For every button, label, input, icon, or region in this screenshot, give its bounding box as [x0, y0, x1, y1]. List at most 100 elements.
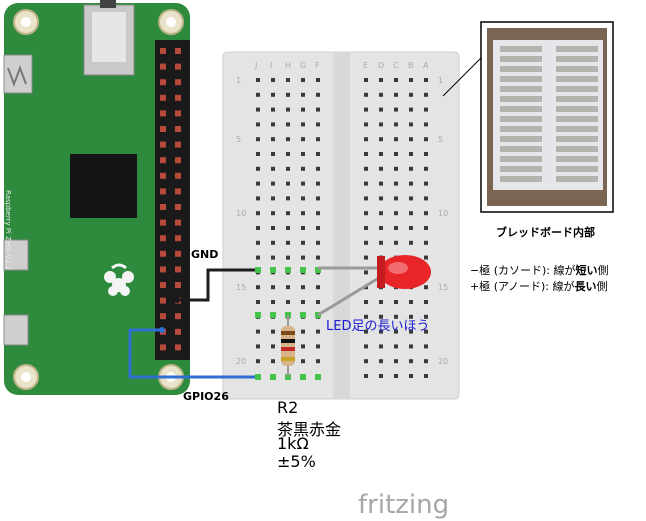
breadboard-hole	[301, 285, 305, 290]
breadboard-hole	[364, 300, 368, 304]
breadboard-hole	[394, 300, 398, 304]
breadboard-hole	[256, 92, 260, 97]
breadboard-hole	[316, 166, 320, 171]
header-pin	[160, 63, 166, 70]
breadboard-hole	[364, 78, 368, 82]
breadboard-hole	[301, 92, 305, 97]
breadboard-hole	[316, 344, 320, 349]
breadboard-hole	[286, 92, 290, 97]
breadboard-hole	[256, 240, 260, 245]
metal-strip	[500, 166, 542, 172]
breadboard-hole	[301, 211, 305, 216]
breadboard-hole	[379, 344, 383, 349]
breadboard-hole	[271, 166, 275, 171]
breadboard-hole	[316, 78, 320, 82]
breadboard-hole	[301, 137, 305, 142]
header-pin	[175, 313, 181, 320]
metal-strip	[556, 126, 598, 132]
breadboard-hole	[379, 78, 383, 82]
anode-text: 極 (アノード): 線が	[479, 280, 575, 293]
cathode-sign: −	[470, 264, 480, 277]
breadboard-hole	[286, 122, 290, 127]
gpio-wire	[128, 328, 258, 379]
connected-hole	[270, 374, 276, 380]
breadboard-hole	[301, 181, 305, 186]
connected-hole	[255, 312, 261, 318]
breadboard-hole	[364, 196, 368, 201]
breadboard-hole	[379, 122, 383, 127]
breadboard-hole	[256, 329, 260, 334]
micro-usb-port-1	[3, 239, 29, 271]
polarity-note-anode: +極 (アノード): 線が長い側	[470, 278, 608, 294]
breadboard-inside-photo	[487, 28, 607, 206]
breadboard-hole	[379, 374, 383, 378]
metal-strip	[500, 156, 542, 162]
breadboard-hole	[271, 152, 275, 156]
breadboard-hole	[256, 300, 260, 304]
breadboard-hole	[286, 211, 290, 216]
breadboard-hole	[286, 137, 290, 142]
breadboard-hole	[424, 181, 428, 186]
breadboard-hole	[316, 255, 320, 260]
breadboard-hole	[286, 196, 290, 201]
led-long-leg-label: LED足の長いほう	[326, 319, 430, 334]
breadboard-hole	[409, 166, 413, 171]
breadboard-hole	[409, 359, 413, 364]
metal-strip	[556, 86, 598, 92]
breadboard-hole	[379, 211, 383, 216]
breadboard-hole	[379, 314, 383, 319]
row-number: 20	[438, 357, 448, 366]
breadboard-hole	[394, 137, 398, 142]
fritzing-brand: fritzing	[358, 490, 449, 520]
breadboard-hole	[316, 196, 320, 201]
row-number: 20	[236, 357, 246, 366]
breadboard-hole	[256, 137, 260, 142]
metal-strip	[556, 66, 598, 72]
breadboard-hole	[301, 196, 305, 201]
breadboard-hole	[424, 344, 428, 349]
breadboard-hole	[364, 137, 368, 142]
breadboard-hole	[379, 329, 383, 334]
breadboard-hole	[286, 240, 290, 245]
breadboard-hole	[256, 344, 260, 349]
metal-strip	[500, 126, 542, 132]
breadboard-hole	[271, 107, 275, 112]
connected-hole	[300, 312, 306, 318]
header-pin	[175, 188, 181, 195]
resistor-colors: 茶黒赤金	[277, 420, 342, 439]
breadboard-hole	[394, 92, 398, 97]
row-number: 5	[236, 135, 241, 144]
soc-chip	[70, 154, 137, 218]
header-pin	[175, 79, 181, 86]
breadboard-hole	[316, 329, 320, 334]
header-pin	[175, 204, 181, 210]
breadboard-hole	[271, 329, 275, 334]
breadboard-hole	[271, 359, 275, 364]
header-pin	[175, 157, 181, 164]
breadboard-hole	[316, 137, 320, 142]
breadboard-hole	[286, 152, 290, 156]
breadboard-hole	[364, 374, 368, 378]
breadboard-hole	[424, 300, 428, 304]
header-pin	[160, 204, 166, 210]
breadboard-hole	[286, 107, 290, 112]
breadboard-hole	[394, 107, 398, 112]
breadboard-hole	[271, 240, 275, 245]
breadboard-hole	[316, 122, 320, 127]
metal-strip	[500, 136, 542, 142]
breadboard-hole	[316, 359, 320, 364]
breadboard-hole	[424, 78, 428, 82]
metal-strip	[556, 176, 598, 182]
gnd-label: GND	[191, 248, 219, 261]
row-number: 15	[438, 283, 448, 292]
row-number: 1	[236, 76, 241, 85]
breadboard-hole	[271, 211, 275, 216]
breadboard-hole	[301, 240, 305, 245]
breadboard-hole	[409, 240, 413, 245]
breadboard-hole	[286, 285, 290, 290]
breadboard-hole	[379, 166, 383, 171]
breadboard-hole	[424, 92, 428, 97]
cathode-bold: 短い	[575, 264, 598, 277]
breadboard-hole	[409, 181, 413, 186]
